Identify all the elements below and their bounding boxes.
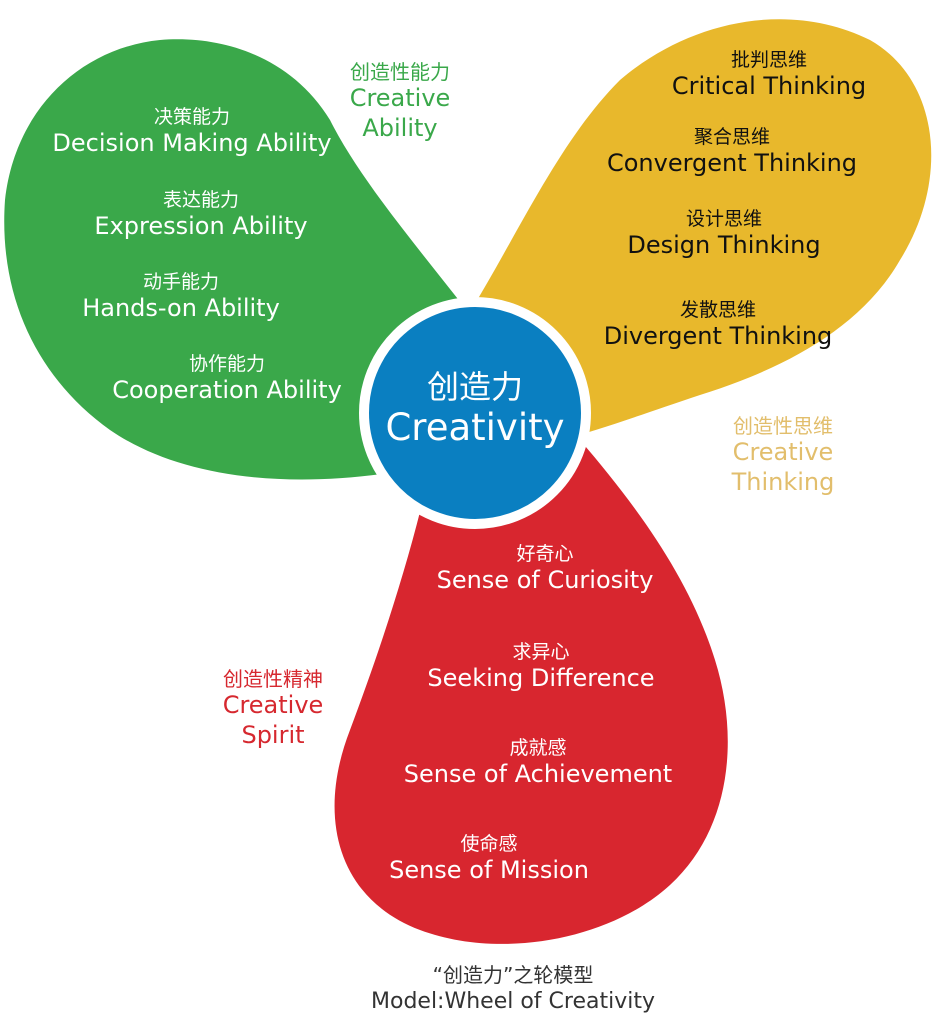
red-item-1-en: Sense of Curiosity <box>436 566 654 595</box>
green-item-3-en: Hands-on Ability <box>82 294 280 323</box>
yellow-category-zh: 创造性思维 <box>732 414 833 438</box>
green-item-2-en: Expression Ability <box>94 212 308 241</box>
yellow-item-4: 发散思维 Divergent Thinking <box>604 299 833 351</box>
center-label-zh: 创造力 <box>426 368 524 406</box>
yellow-item-4-en: Divergent Thinking <box>603 322 833 351</box>
red-petal <box>334 440 728 944</box>
red-item-2-en: Seeking Difference <box>427 664 655 693</box>
green-category-en-line2: Ability <box>362 113 438 142</box>
yellow-item-1-zh: 批判思维 <box>730 49 807 71</box>
yellow-item-2-zh: 聚合思维 <box>693 126 771 148</box>
red-category-en-line2: Spirit <box>241 720 305 749</box>
yellow-item-3-zh: 设计思维 <box>685 208 763 230</box>
red-item-3-zh: 成就感 <box>509 737 567 759</box>
green-item-4-en: Cooperation Ability <box>112 376 342 405</box>
caption-en: Model:Wheel of Creativity <box>371 989 655 1014</box>
yellow-item-3: 设计思维 Design Thinking <box>627 208 820 260</box>
yellow-category-en-line2: Thinking <box>731 467 835 496</box>
red-item-2-zh: 求异心 <box>512 641 570 663</box>
red-item-3: 成就感 Sense of Achievement <box>404 737 672 789</box>
yellow-item-4-zh: 发散思维 <box>679 299 757 321</box>
red-item-2: 求异心 Seeking Difference <box>427 641 654 693</box>
red-category-label: 创造性精神 Creative Spirit <box>223 667 324 750</box>
green-petal <box>4 39 469 480</box>
yellow-item-1-en: Critical Thinking <box>671 72 867 101</box>
red-item-1-zh: 好奇心 <box>516 543 574 565</box>
green-item-4-zh: 协作能力 <box>188 353 266 375</box>
yellow-item-2: 聚合思维 Convergent Thinking <box>607 126 857 178</box>
red-category-zh: 创造性精神 <box>223 667 323 691</box>
green-item-1: 决策能力 Decision Making Ability <box>52 106 331 158</box>
center-label: 创造力 Creativity <box>385 368 564 451</box>
green-item-3: 动手能力 Hands-on Ability <box>82 271 280 323</box>
yellow-petal <box>470 19 932 440</box>
green-item-2-zh: 表达能力 <box>162 189 239 211</box>
caption-zh: “创造力”之轮模型 <box>432 963 594 987</box>
yellow-category-label: 创造性思维 Creative Thinking <box>732 414 835 497</box>
red-item-1: 好奇心 Sense of Curiosity <box>437 543 654 595</box>
red-item-4: 使命感 Sense of Mission <box>389 833 589 885</box>
red-category-en-line1: Creative <box>222 691 324 720</box>
yellow-item-2-en: Convergent Thinking <box>606 149 858 178</box>
red-item-4-zh: 使命感 <box>460 833 518 855</box>
red-item-3-en: Sense of Achievement <box>403 760 673 789</box>
green-category-zh: 创造性能力 <box>350 60 450 84</box>
red-item-4-en: Sense of Mission <box>389 856 589 885</box>
green-category-label: 创造性能力 Creative Ability <box>350 60 451 143</box>
diagram-caption: “创造力”之轮模型 Model:Wheel of Creativity <box>371 962 655 1017</box>
green-item-4: 协作能力 Cooperation Ability <box>112 353 342 405</box>
green-item-1-zh: 决策能力 <box>153 106 231 128</box>
green-item-2: 表达能力 Expression Ability <box>94 189 307 241</box>
yellow-item-1: 批判思维 Critical Thinking <box>672 49 866 101</box>
green-item-1-en: Decision Making Ability <box>52 129 332 158</box>
green-item-3-zh: 动手能力 <box>142 271 220 293</box>
center-circle <box>359 297 591 529</box>
yellow-category-en-line1: Creative <box>732 438 834 467</box>
center-label-en: Creativity <box>385 406 565 450</box>
yellow-item-3-en: Design Thinking <box>627 231 821 260</box>
green-category-en-line1: Creative <box>349 84 451 113</box>
